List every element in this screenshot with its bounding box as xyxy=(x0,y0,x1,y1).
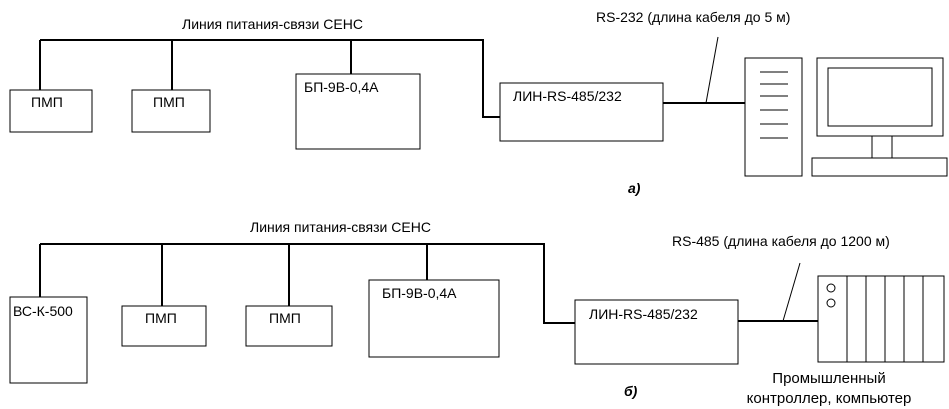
psu-box-b xyxy=(368,279,500,358)
bus-label-a: Линия питания-связи СЕНС xyxy=(182,16,363,32)
bus-line-a xyxy=(40,39,500,118)
bus-line-b-main xyxy=(40,243,575,324)
controller-label-line2: контроллер, компьютер xyxy=(747,390,912,407)
psu-label-b: БП-9В-0,4А xyxy=(382,285,457,301)
converter-label-b: ЛИН-RS-485/232 xyxy=(589,306,698,322)
rs485-label: RS-485 (длина кабеля до 1200 м) xyxy=(672,233,890,249)
psu-label-a: БП-9В-0,4А xyxy=(304,79,379,95)
pmp2-box-b xyxy=(245,305,333,347)
diagram-b: Линия питания-связи СЕНС ВС-К-500 ПМП ПМ… xyxy=(9,219,945,407)
converter-label-a: ЛИН-RS-485/232 xyxy=(513,88,622,104)
pc-tower-icon xyxy=(744,57,803,177)
pmp1-box-b xyxy=(121,305,207,347)
pmp1-label-a: ПМП xyxy=(31,94,63,110)
vsk-label-b: ВС-К-500 xyxy=(13,303,73,319)
pmp2-box-a xyxy=(131,89,211,133)
converter-box-a xyxy=(499,82,664,142)
caption-a: а) xyxy=(628,180,641,196)
diagram-a: Линия питания-связи СЕНС ПМП ПМП БП-9В-0… xyxy=(9,9,948,196)
pmp1-box-a xyxy=(9,89,93,133)
pmp2-label-b: ПМП xyxy=(269,310,301,326)
rs485-leader xyxy=(782,262,801,322)
converter-box-b xyxy=(574,299,739,365)
pc-monitor-icon xyxy=(811,57,948,177)
caption-b: б) xyxy=(624,383,638,399)
rs232-label: RS-232 (длина кабеля до 5 м) xyxy=(596,9,790,25)
vsk-box-b xyxy=(9,296,88,384)
psu-box-a xyxy=(295,73,421,150)
pmp2-label-a: ПМП xyxy=(153,94,185,110)
bus-label-b: Линия питания-связи СЕНС xyxy=(250,219,431,235)
rs232-leader xyxy=(705,36,719,104)
pmp1-label-b: ПМП xyxy=(145,310,177,326)
controller-label-line1: Промышленный xyxy=(772,370,885,387)
industrial-controller-icon xyxy=(817,275,945,363)
